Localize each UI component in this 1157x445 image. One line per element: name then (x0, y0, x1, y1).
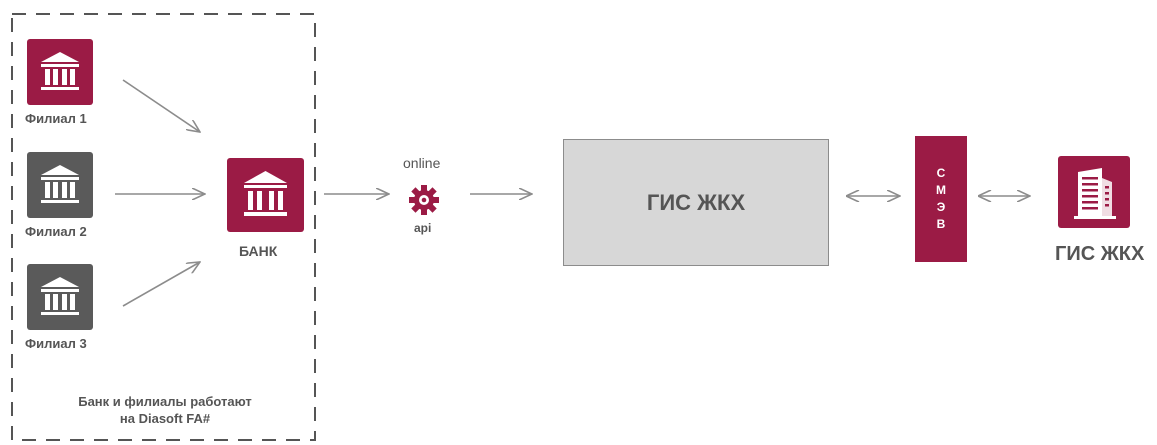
smev-letter: В (936, 217, 946, 231)
bank-building-icon (41, 165, 79, 203)
branch-1-label: Филиал 1 (25, 111, 87, 126)
bank-icon-box (227, 158, 304, 232)
arrow-branch1-to-bank (122, 79, 200, 132)
group-caption-line2: на Diasoft FA# (119, 411, 211, 426)
smev-letters: С М Э В (936, 165, 946, 233)
branch-2-label: Филиал 2 (25, 224, 87, 239)
bank-building-icon (41, 277, 79, 315)
branch-2-icon-box (27, 152, 93, 218)
smev-letter: С (936, 166, 946, 180)
smev-letter: Э (936, 200, 946, 214)
branch-3-label: Филиал 3 (25, 336, 87, 351)
arrow-branch3-to-bank (122, 262, 200, 307)
gis-zhkh-box: ГИС ЖКХ (563, 139, 829, 266)
smev-block: С М Э В (915, 136, 967, 262)
bank-building-icon (41, 52, 79, 90)
branch-3-icon-box (27, 264, 93, 330)
group-caption-line1: Банк и филиалы работают (78, 394, 252, 409)
building-icon (1074, 168, 1116, 219)
gis-right-label: ГИС ЖКХ (1055, 243, 1145, 265)
api-label: api (414, 221, 432, 235)
api-online-label: online (403, 155, 441, 171)
group-dashed-frame (11, 13, 316, 441)
smev-letter: М (936, 183, 946, 197)
gear-icon (409, 185, 439, 215)
branch-1-icon-box (27, 39, 93, 105)
gis-right-icon-box (1058, 156, 1130, 228)
bank-building-icon (244, 171, 287, 216)
gis-zhkh-box-label: ГИС ЖКХ (646, 189, 746, 215)
bank-label: БАНК (239, 243, 278, 259)
group-caption: Банк и филиалы работают на Diasoft FA# (40, 393, 290, 427)
